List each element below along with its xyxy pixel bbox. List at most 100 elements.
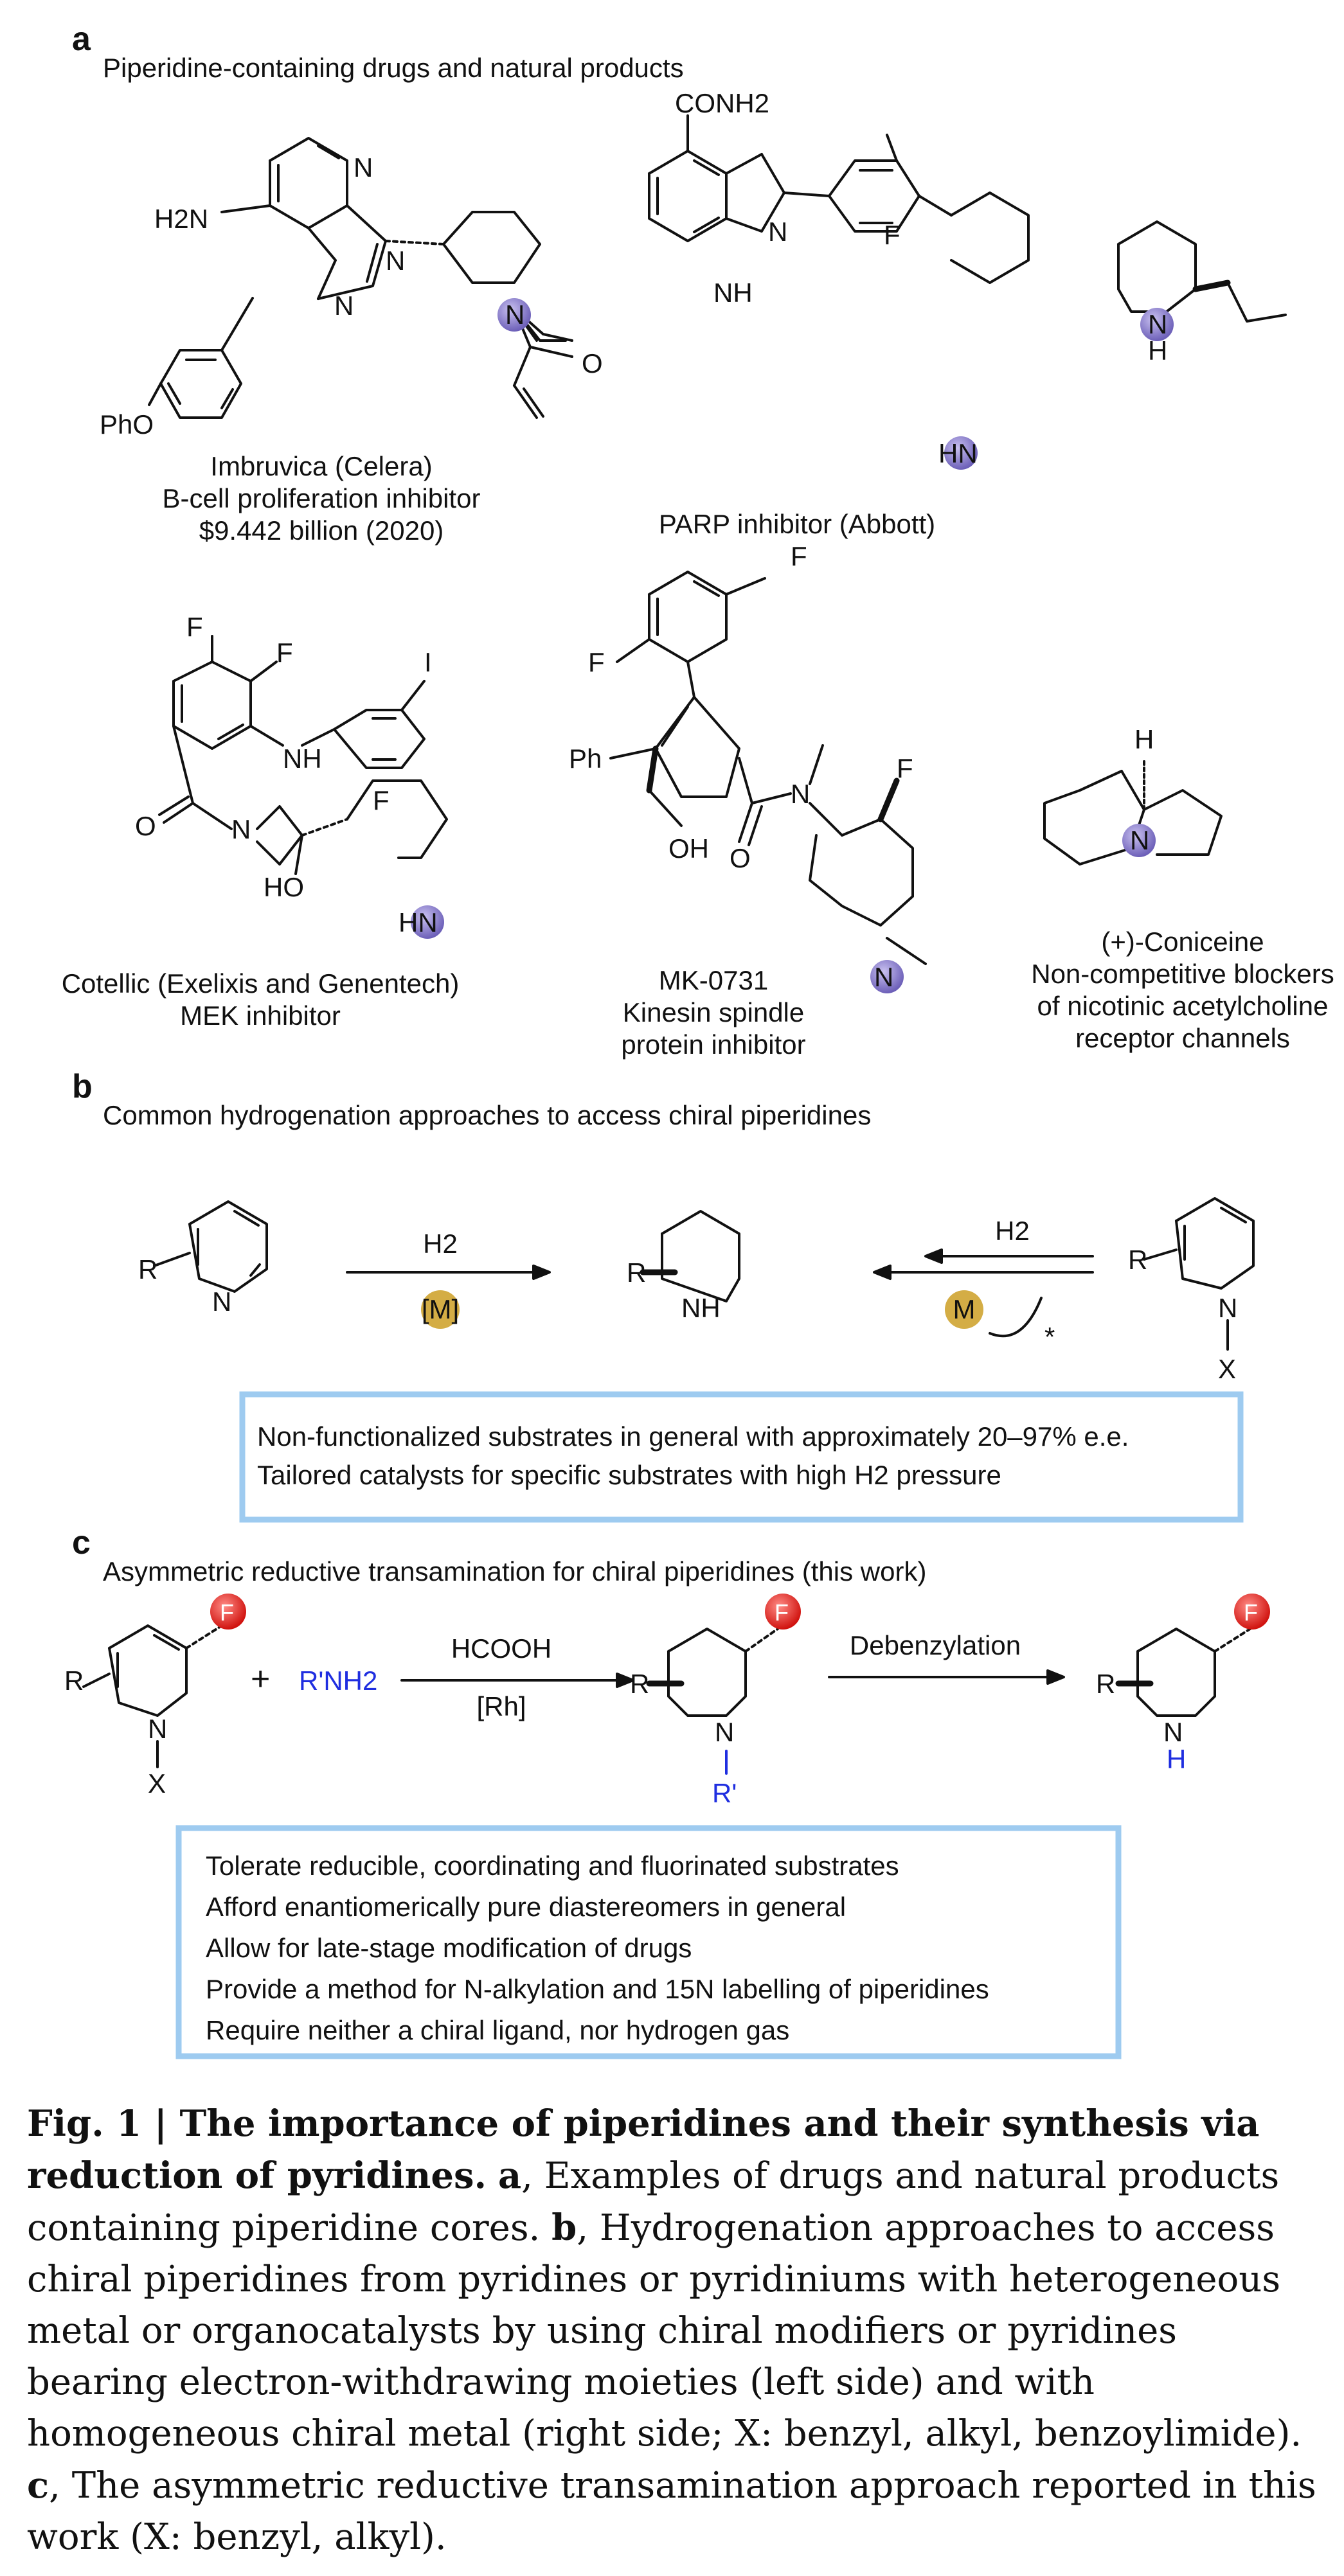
n-highlight [1122,824,1156,857]
atom-label: N [1148,309,1167,339]
coniceine-structure [1043,757,1223,866]
atom-label: N [1163,1717,1183,1747]
caption-b-text: , Hydrogenation approaches to access chi… [27,2207,1302,2455]
cotellic-structure [158,635,448,875]
panel-b-note-line2: Tailored catalysts for specific substrat… [257,1460,1001,1490]
panel-c-note-line: Provide a method for N-alkylation and 15… [206,1974,989,2004]
panel-c-note-line: Allow for late-stage modification of dru… [206,1933,692,1963]
atom-label: H [1167,1744,1186,1774]
amine-reagent: R'NH2 [299,1666,377,1696]
coniceine-line3: of nicotinic acetylcholine [1037,991,1329,1021]
mk0731-name: MK-0731 [659,965,768,995]
atom-label: X [1218,1354,1236,1384]
chiral-star: * [1044,1322,1055,1352]
atom-label: F [588,647,605,677]
atom-label: N [768,217,787,247]
atom-label: H [1148,335,1167,366]
imbruvica-name: Imbruvica (Celera) [210,451,432,481]
parp-structure [648,114,1030,284]
atom-label: R [627,1257,646,1288]
atom-label: N [791,779,810,809]
mk0731-line2: Kinesin spindle [623,997,805,1027]
panel-c-note-line: Tolerate reducible, coordinating and flu… [206,1851,899,1881]
panel-a-letter: a [72,21,91,58]
panel-c-letter: c [72,1524,91,1561]
atom-label: N [148,1714,167,1744]
atom-label: R [64,1666,84,1696]
atom-label: F [220,1599,234,1626]
atom-label: R [1096,1669,1115,1699]
caption-fig-label: Fig. 1 | The importance of piperidines a… [27,2102,1260,2197]
reagent-bottom: [Rh] [476,1691,526,1721]
panel-c-note-box [175,1825,1122,2059]
left-catalyst: [M] [422,1294,459,1324]
atom-label: N [874,962,893,992]
panel-b-letter: b [72,1068,93,1105]
atom-label: O [730,843,751,873]
mk0731-line3: protein inhibitor [621,1029,805,1060]
panel-c-note-line: Require neither a chiral ligand, nor hyd… [206,2015,789,2045]
atom-label: F [897,753,913,783]
atom-label: OH [668,833,709,864]
caption-a-text: , Examples of drugs and natural products… [27,2155,1280,2249]
panel-a-title: Piperidine-containing drugs and natural … [103,53,684,83]
coniceine-line4: receptor channels [1075,1023,1290,1053]
parp-name: PARP inhibitor (Abbott) [659,509,935,539]
atom-label: Ph [569,743,602,774]
atom-label: F [186,612,203,642]
caption-c-letter: c [27,2464,49,2507]
mk0731-structure [609,571,927,965]
panel-c-title: Asymmetric reductive transamination for … [103,1556,926,1586]
atom-label: HO [264,872,304,902]
atom-label: O [135,811,156,841]
atom-label: HN [399,907,438,937]
imbruvica-structure [148,137,573,419]
n-highlight [944,436,978,470]
atom-label: N [212,1286,231,1317]
atom-label: N [386,245,405,276]
right-catalyst: M [953,1294,976,1324]
n-highlight [497,298,531,332]
panel-b-note-line1: Non-functionalized substrates in general… [257,1421,1129,1452]
atom-label: HN [938,438,978,468]
atom-label: PhO [100,409,154,440]
n-highlight [1140,308,1174,341]
atom-label: F [775,1599,789,1626]
panel-b-note-box [239,1391,1244,1523]
atom-label: N [334,290,354,321]
imbruvica-sales: $9.442 billion (2020) [199,515,444,546]
metal-catalyst-circle [421,1290,460,1329]
coniceine-name: (+)-Coniceine [1101,927,1264,957]
atom-label: I [424,647,432,677]
atom-label: O [582,348,603,378]
fluorine-highlight [1234,1594,1270,1630]
debenzylation-label: Debenzylation [850,1630,1021,1660]
panel-b-structures [153,1197,1255,1351]
figure-canvas: a Piperidine-containing drugs and natura… [62,21,1334,2059]
plus-sign: + [251,1660,270,1698]
atom-label: N [715,1717,734,1747]
atom-label: X [148,1768,166,1799]
coniine-structure [1117,220,1287,323]
reagent-top: HCOOH [451,1633,551,1664]
atom-label: F [276,637,293,668]
cotellic-activity: MEK inhibitor [180,1000,341,1031]
n-highlight [870,960,904,993]
atom-label: N [1218,1293,1237,1323]
atom-label: NH [283,743,322,774]
atom-label: NH [713,278,753,308]
atom-label: F [791,541,807,571]
atom-label: N [231,814,251,844]
atom-label: N [1130,825,1149,855]
panel-c-note-line: Afford enantiomerically pure diastereome… [206,1892,846,1922]
fluorine-highlight [765,1594,801,1630]
atom-label: R [1128,1245,1147,1275]
atom-label: F [884,220,900,250]
right-reagent: H2 [995,1216,1030,1246]
atom-label: NH [681,1293,721,1323]
cotellic-name: Cotellic (Exelixis and Genentech) [62,968,460,999]
fluorine-highlight [210,1594,246,1630]
panel-c-structures [82,1624,1251,1775]
left-reagent: H2 [423,1229,458,1259]
atom-label: N [505,299,524,330]
